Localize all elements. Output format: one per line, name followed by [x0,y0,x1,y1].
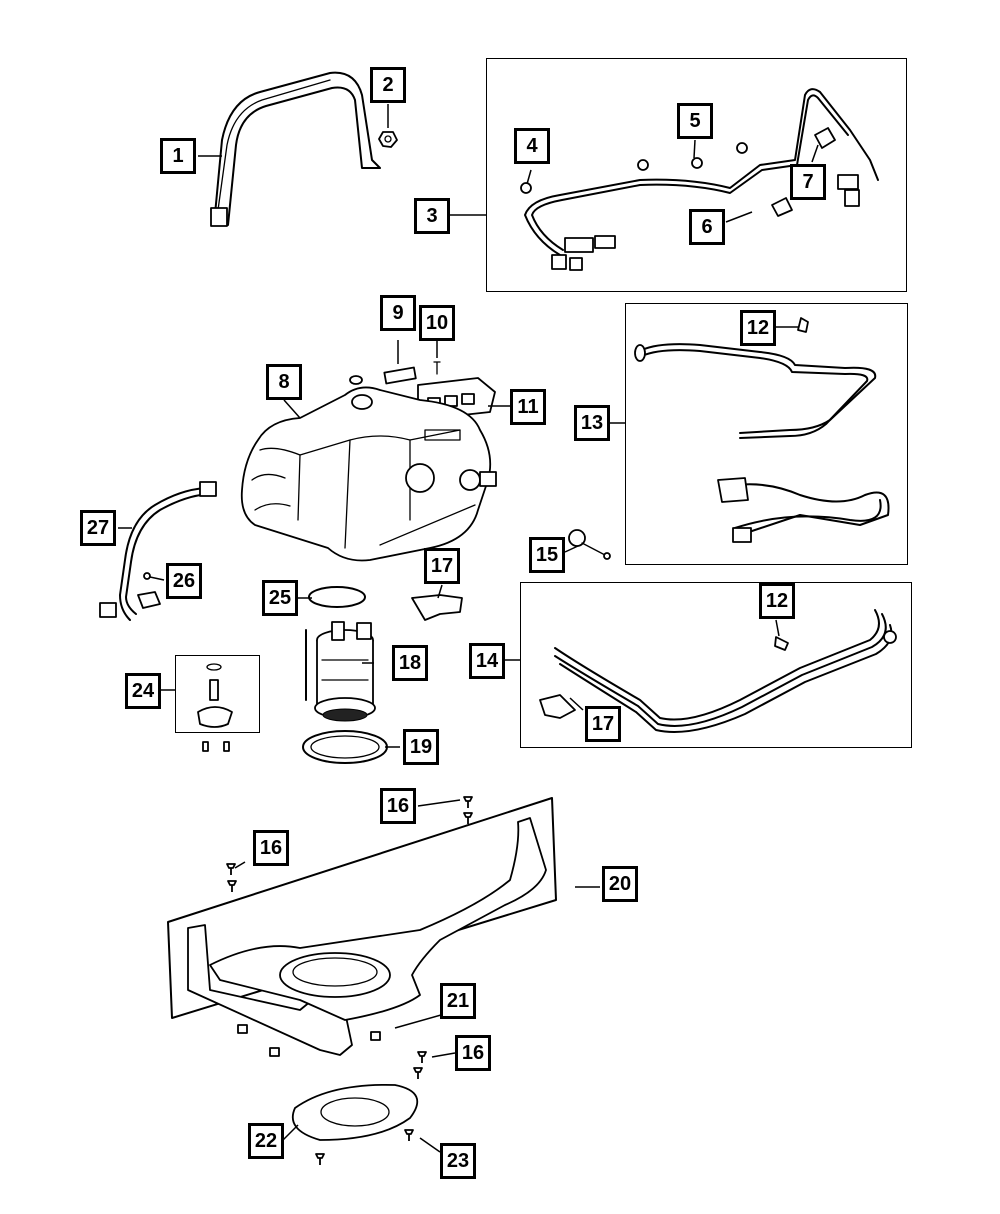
callout-3[interactable]: 3 [414,198,450,234]
strap-nut-drawing [378,131,398,148]
seal-ring-drawing [308,586,366,608]
callout-8[interactable]: 8 [266,364,302,400]
group-frame-3 [486,58,907,292]
sensor-15-drawing [568,529,611,560]
callout-10[interactable]: 10 [419,305,455,341]
fuel-lines-lower-drawing [539,609,897,733]
fuel-tank-drawing [240,375,497,562]
callout-12-upper[interactable]: 12 [740,310,776,346]
skid-plate-drawing [167,797,557,1057]
callout-5[interactable]: 5 [677,103,713,139]
callout-14[interactable]: 14 [469,643,505,679]
callout-22[interactable]: 22 [248,1123,284,1159]
level-sender-drawing [197,663,233,752]
callout-4[interactable]: 4 [514,128,550,164]
callout-17-lower[interactable]: 17 [585,706,621,742]
callout-9[interactable]: 9 [380,295,416,331]
bolts-drawing [226,796,473,1079]
callout-2[interactable]: 2 [370,67,406,103]
fuel-pump-module-drawing [305,621,376,722]
leader-lines [118,104,819,1153]
callout-16-left[interactable]: 16 [253,830,289,866]
callout-1[interactable]: 1 [160,138,196,174]
wiring-harness-drawing [520,88,879,271]
callout-7[interactable]: 7 [790,164,826,200]
callout-25[interactable]: 25 [262,580,298,616]
callout-6[interactable]: 6 [689,209,725,245]
group-frame-13 [625,303,908,565]
group-frame-24 [175,655,260,733]
tank-components-top-drawing [383,361,496,419]
lock-ring-drawing [302,730,388,764]
callout-21[interactable]: 21 [440,983,476,1019]
pump-harness-drawing [99,481,217,621]
callout-17-upper[interactable]: 17 [424,548,460,584]
access-cover-drawing [291,1083,419,1165]
fuel-lines-upper-drawing [634,317,890,543]
callout-15[interactable]: 15 [529,537,565,573]
callout-13[interactable]: 13 [574,405,610,441]
callout-24[interactable]: 24 [125,673,161,709]
callout-19[interactable]: 19 [403,729,439,765]
callout-16-bottom[interactable]: 16 [455,1035,491,1071]
callout-20[interactable]: 20 [602,866,638,902]
callout-27[interactable]: 27 [80,510,116,546]
bracket-drawing [411,594,463,621]
callout-11[interactable]: 11 [510,389,546,425]
group-frame-14 [520,582,912,748]
callout-16-top[interactable]: 16 [380,788,416,824]
callout-12-lower[interactable]: 12 [759,583,795,619]
callout-26[interactable]: 26 [166,563,202,599]
callout-23[interactable]: 23 [440,1143,476,1179]
fuel-tank-strap-drawing [210,71,381,227]
callout-18[interactable]: 18 [392,645,428,681]
